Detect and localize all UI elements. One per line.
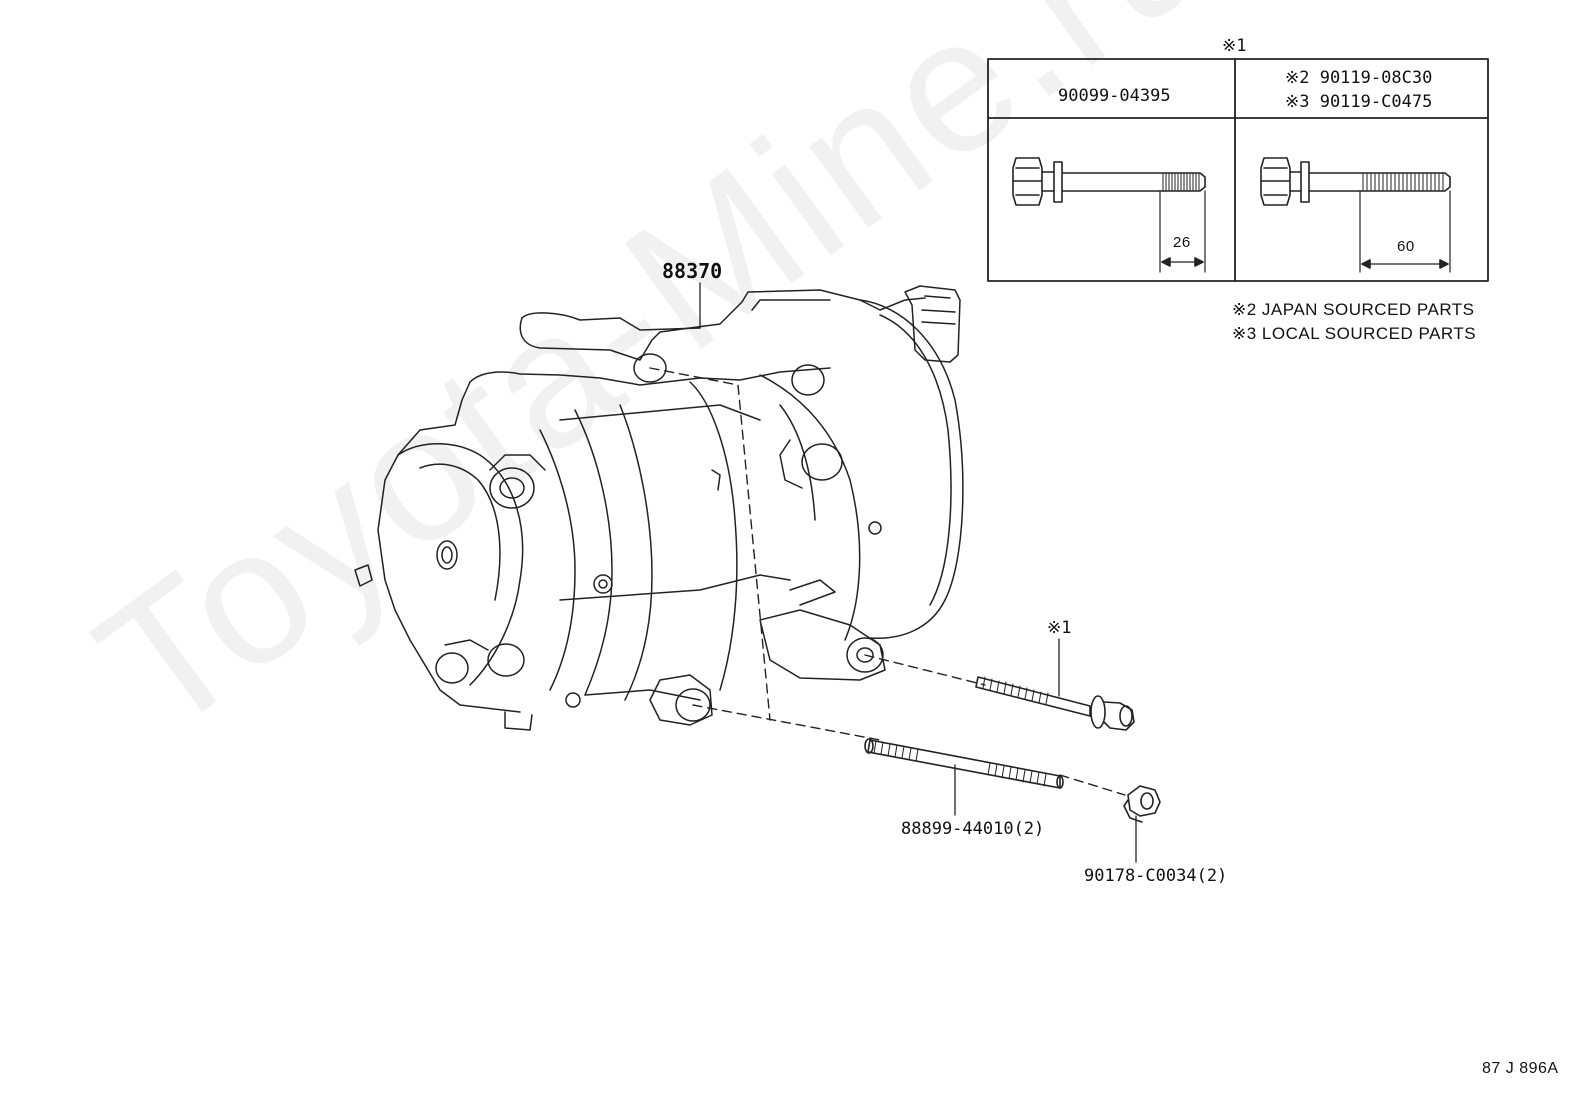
callout-88370[interactable]: 88370 bbox=[662, 259, 723, 283]
assembly-guide-lines bbox=[649, 367, 1126, 796]
dimension-26: 26 bbox=[1173, 234, 1191, 251]
table-marker-label: ※1 bbox=[1222, 36, 1247, 56]
leader-lines bbox=[699, 282, 1137, 863]
diagram-code: 87 J 896A bbox=[1482, 1060, 1559, 1077]
bolt-90119-drawing bbox=[1260, 157, 1451, 273]
stud-88899-44010-drawing bbox=[864, 738, 1064, 789]
bolt-90099-04395-drawing bbox=[1012, 157, 1206, 273]
table-part-90099-04395: 90099-04395 bbox=[1058, 86, 1171, 106]
callout-88899-44010[interactable]: 88899-44010(2) bbox=[901, 819, 1045, 839]
note-japan-sourced: ※2 JAPAN SOURCED PARTS bbox=[1232, 300, 1475, 319]
callout-90178-C0034[interactable]: 90178-C0034(2) bbox=[1084, 866, 1228, 886]
bolt-marked-1-drawing bbox=[975, 676, 1135, 731]
bolt-reference-table bbox=[987, 58, 1489, 282]
compressor-88370-drawing bbox=[354, 285, 964, 731]
table-part-japan: ※2 90119-08C30 bbox=[1285, 68, 1433, 88]
callout-bolt-marker: ※1 bbox=[1047, 618, 1072, 638]
note-local-sourced: ※3 LOCAL SOURCED PARTS bbox=[1232, 324, 1477, 343]
dimension-60: 60 bbox=[1397, 238, 1415, 255]
table-part-local: ※3 90119-C0475 bbox=[1285, 92, 1433, 112]
nut-90178-C0034-drawing bbox=[1123, 785, 1161, 823]
